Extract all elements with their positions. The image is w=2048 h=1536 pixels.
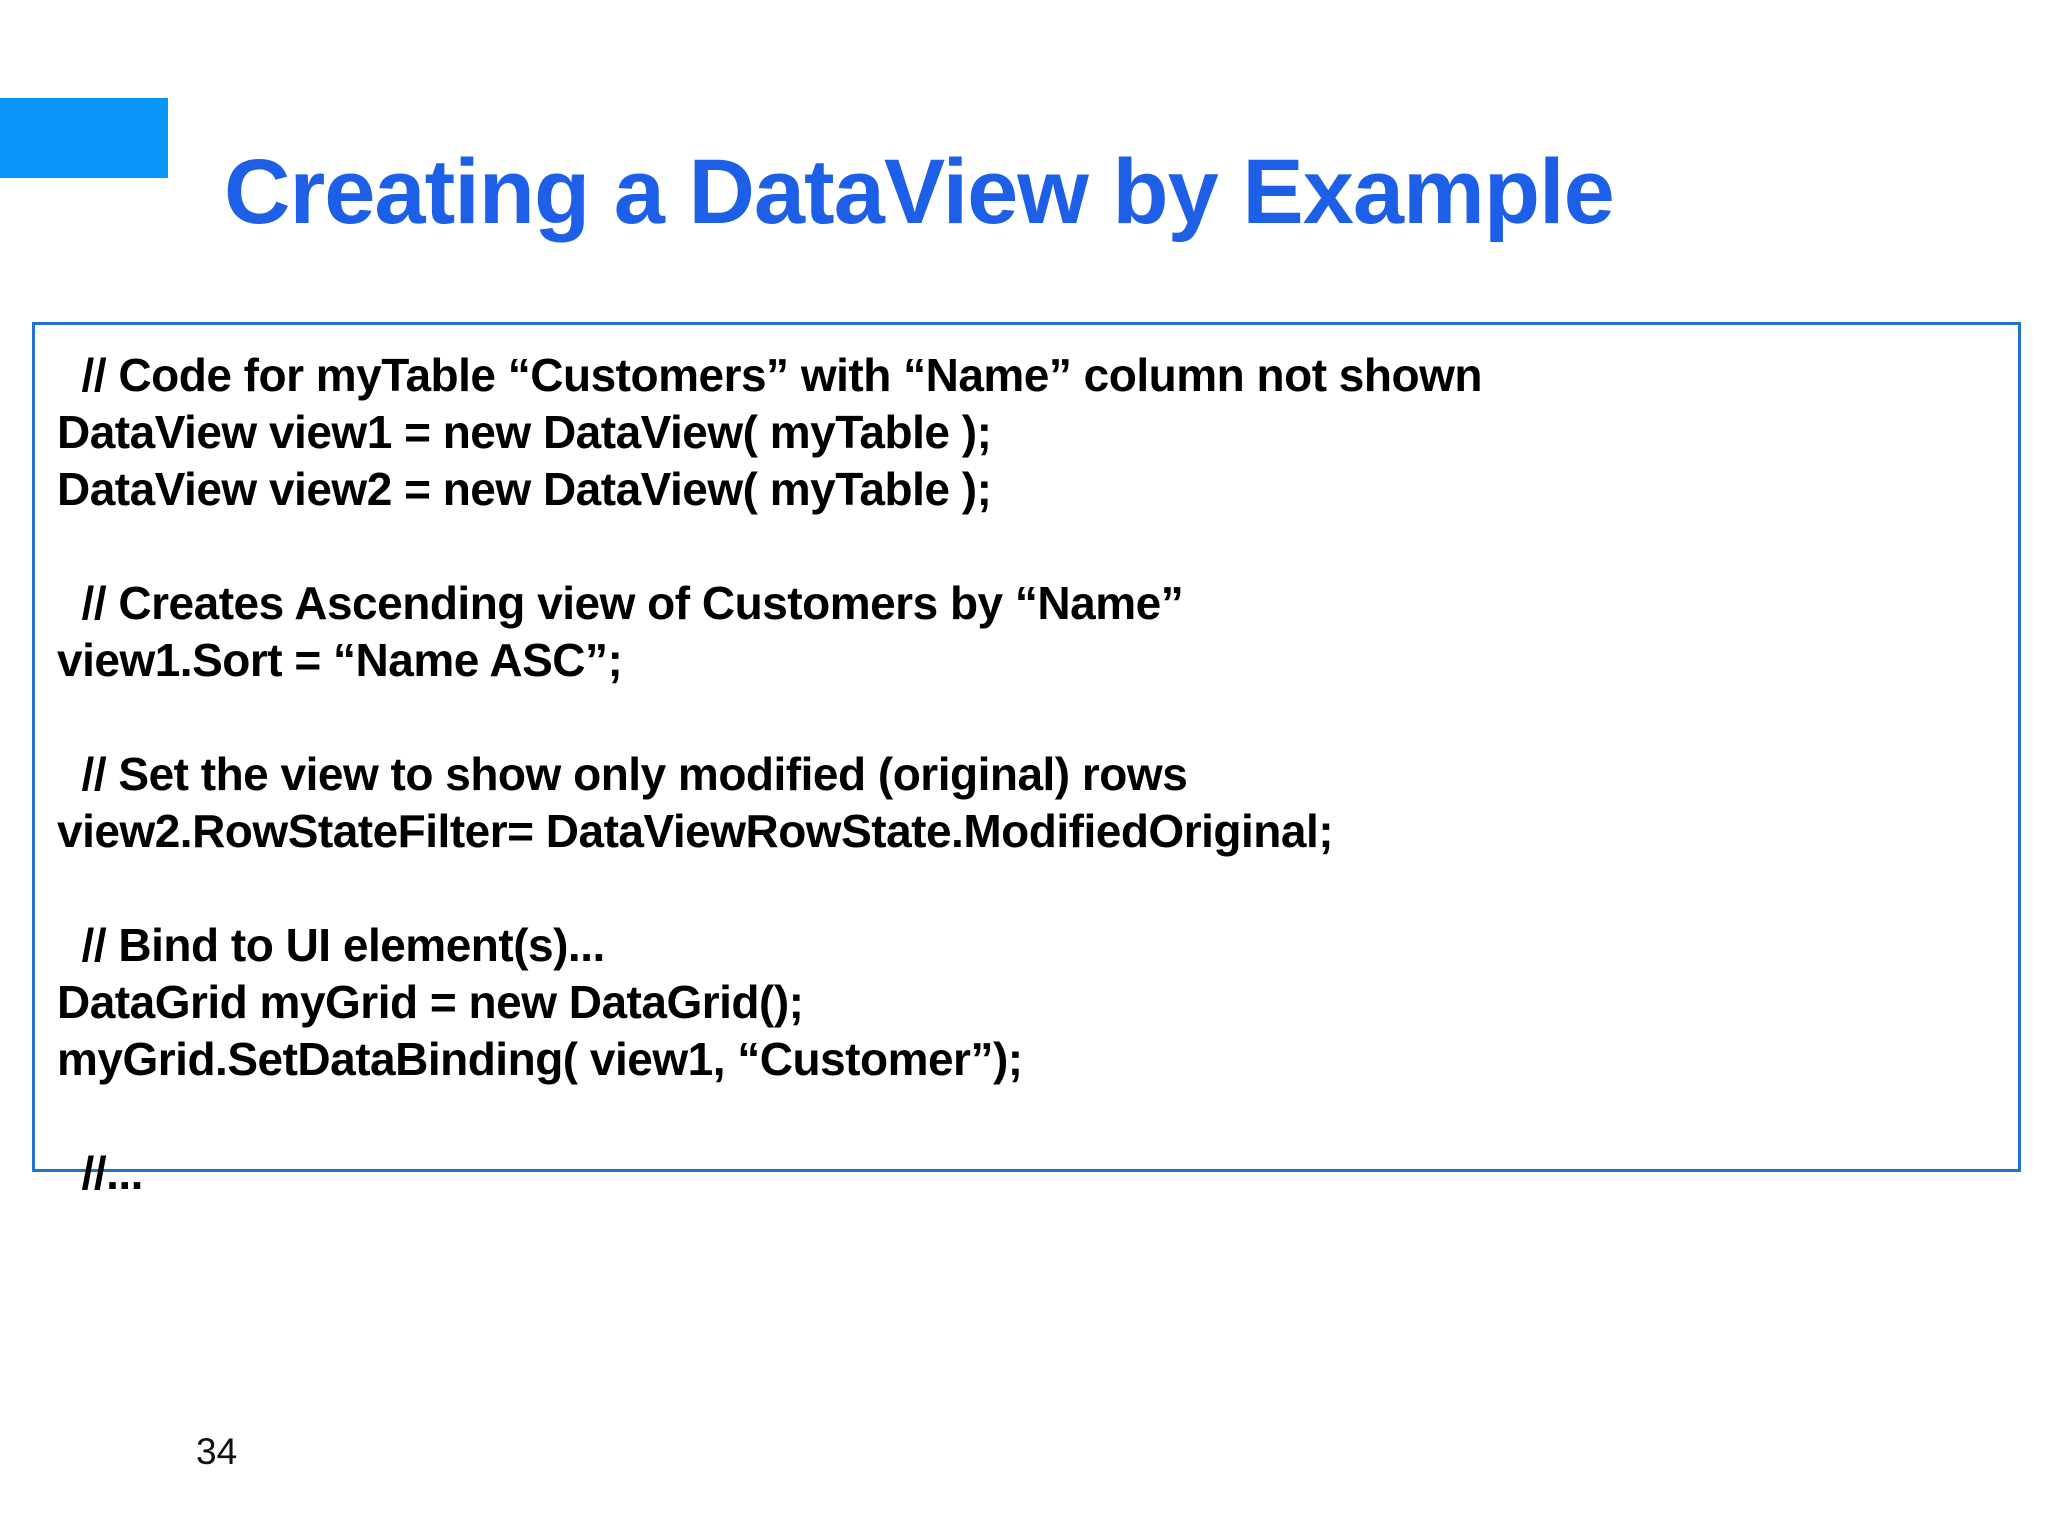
- page-title: Creating a DataView by Example: [224, 140, 1615, 243]
- code-line: [57, 518, 2000, 575]
- code-line: // Bind to UI element(s)...: [57, 919, 606, 971]
- code-line: // Set the view to show only modified (o…: [57, 748, 1188, 800]
- code-line: // Creates Ascending view of Customers b…: [57, 577, 1184, 629]
- page-number: 34: [196, 1431, 238, 1472]
- code-line: view2.RowStateFilter= DataViewRowState.M…: [57, 805, 1334, 857]
- title-accent-bar: [0, 98, 168, 178]
- code-line: view1.Sort = “Name ASC”;: [57, 634, 623, 686]
- code-box: // Code for myTable “Customers” with “Na…: [32, 322, 2021, 1199]
- code-line: DataView view2 = new DataView( myTable )…: [57, 463, 992, 515]
- code-line: DataView view1 = new DataView( myTable )…: [57, 406, 992, 458]
- code-line: // Code for myTable “Customers” with “Na…: [57, 349, 1483, 401]
- code-line: DataGrid myGrid = new DataGrid();: [57, 976, 804, 1028]
- code-line: [57, 689, 2000, 746]
- code-line: [57, 860, 2000, 917]
- code-line: myGrid.SetDataBinding( view1, “Customer”…: [57, 1033, 1023, 1085]
- code-line: [57, 1088, 2000, 1145]
- code-line: //...: [57, 1147, 144, 1199]
